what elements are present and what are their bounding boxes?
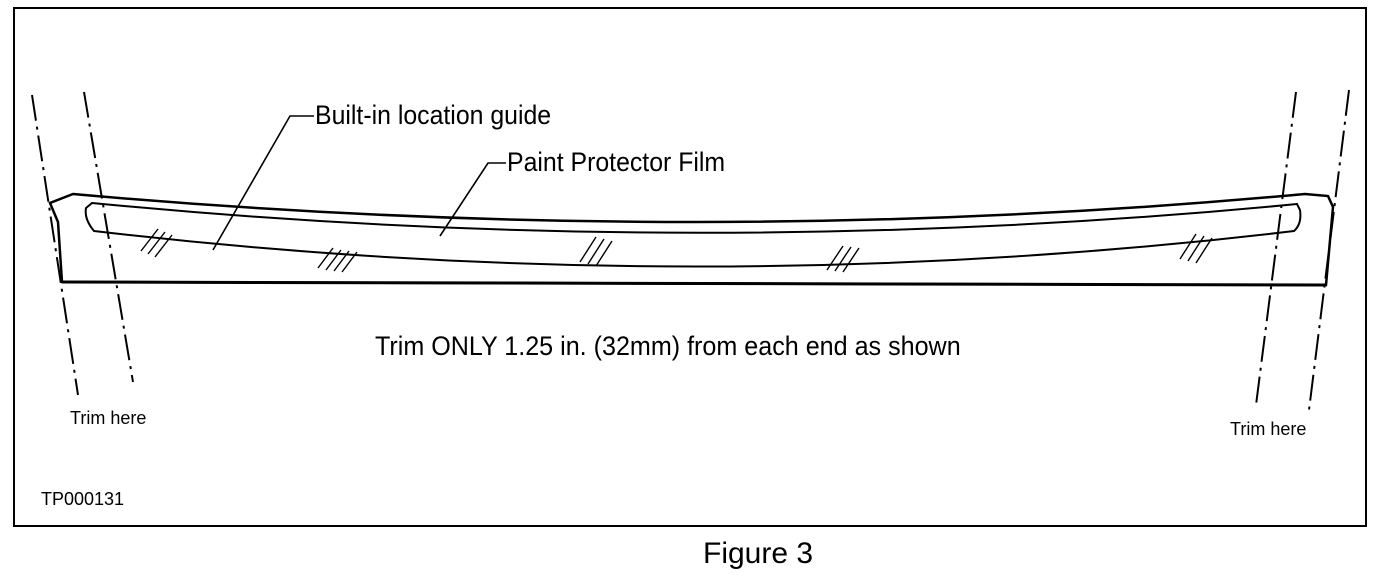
bumper-bottom-edge: [61, 280, 1327, 287]
location-guide-label: Built-in location guide: [315, 100, 552, 130]
trim-here-left-label: Trim here: [70, 408, 147, 428]
location-guide-leader: [212, 115, 314, 251]
trim-instruction: Trim ONLY 1.25 in. (32mm) from each end …: [375, 331, 961, 361]
film-label: Paint Protector Film: [507, 147, 726, 177]
location-guide-hatches: [140, 228, 1213, 273]
figure-frame: [13, 7, 1367, 527]
trim-lines: [31, 89, 1350, 411]
trim-here-right-label: Trim here: [1230, 419, 1307, 439]
part-code: TP000131: [41, 489, 125, 509]
bumper-outline: [48, 192, 1335, 287]
film-leader: [439, 162, 506, 237]
paint-protector-film-shape: [84, 201, 1302, 268]
figure-caption: Figure 3: [703, 537, 814, 570]
